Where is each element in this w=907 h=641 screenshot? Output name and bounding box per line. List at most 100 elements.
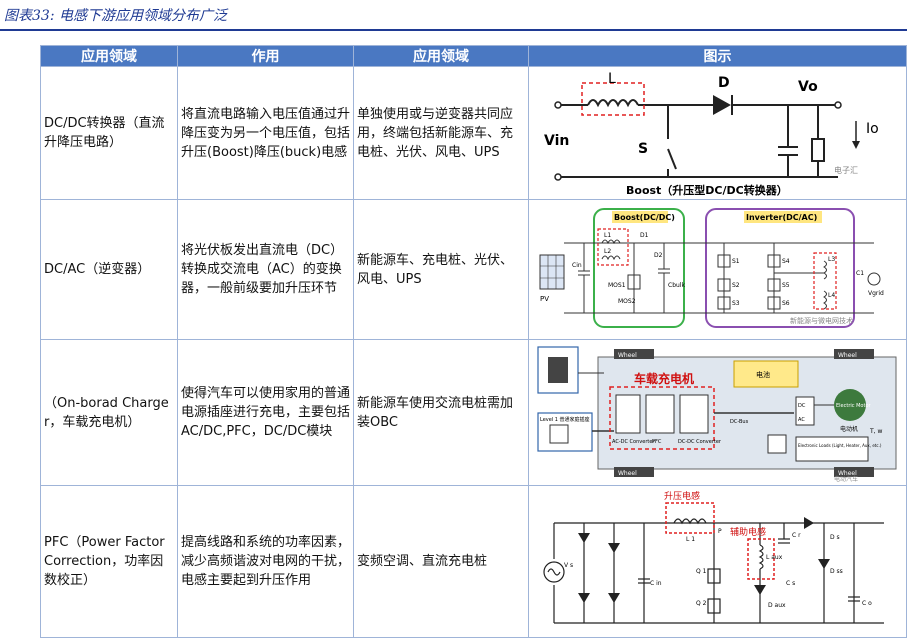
aux-inductor-label: 辅助电感 (730, 526, 766, 538)
table-header-row: 应用领域 作用 应用领域 图示 (40, 45, 907, 67)
label-PV: PV (540, 295, 549, 303)
table-row: （On-borad Charger，车载充电机） 使得汽车可以使用家用的普通电源… (40, 339, 907, 486)
wheel-label: Wheel (838, 470, 857, 477)
label-Q1: Q 1 (696, 568, 707, 575)
label-S3: S3 (732, 300, 740, 307)
tw-label: T, w (869, 428, 882, 435)
cell-figure: Wheel Wheel Wheel Wheel Level 1 普通家庭插座 车… (528, 339, 907, 486)
label-Laux: L aux (766, 554, 783, 561)
label-L1: L 1 (686, 536, 695, 543)
cell-domain: PFC（Power Factor Correction，功率因数校正） (40, 485, 178, 638)
motor-label: Electric Motor (836, 403, 872, 409)
battery-label: 电池 (756, 370, 770, 379)
cell-application: 新能源车、充电桩、光伏、风电、UPS (353, 199, 529, 340)
cell-application: 新能源车使用交流电桩需加装OBC (353, 339, 529, 486)
pfc-circuit-diagram: 升压电感 辅助电感 V s C in L 1 P Q 1 Q 2 L aux C… (542, 490, 884, 624)
cell-function: 提高线路和系统的功率因素，减少高频谐波对电网的干扰，电感主要起到升压作用 (177, 485, 354, 638)
boost-caption: Boost（升压型DC/DC转换器） (626, 183, 788, 197)
inverter-circuit-diagram: Boost(DC/DC) Inverter(DC/AC) (539, 207, 884, 328)
dcbus-label: DC-Bus (730, 419, 749, 425)
label-MOS2: MOS2 (618, 298, 636, 305)
watermark: 电子汇 (834, 165, 858, 175)
label-Vin: Vin (544, 133, 569, 149)
inductor-highlight (596, 227, 629, 266)
obc-diagram: Wheel Wheel Wheel Wheel Level 1 普通家庭插座 车… (536, 345, 896, 483)
label-S1: S1 (732, 258, 740, 265)
diode-symbol (712, 95, 731, 115)
label-MOS1: MOS1 (608, 282, 626, 289)
cell-application: 变频空调、直流充电桩 (353, 485, 529, 638)
label-S4: S4 (782, 258, 790, 265)
caption-underline (0, 29, 907, 31)
pv-panel (539, 254, 564, 289)
battery-pack (733, 360, 798, 387)
motor-cn-label: 电动机 (840, 425, 858, 433)
block-dcdc: DC-DC Converter (678, 439, 722, 445)
header-figure: 图示 (528, 45, 907, 67)
cell-figure: L D Vo Io Vin S 电子汇 Boost（升压型DC/DC转换器） (528, 66, 907, 200)
label-Vs: V s (564, 562, 573, 569)
label-Q2: Q 2 (696, 600, 707, 607)
electric-motor (833, 388, 866, 421)
wheel-label: Wheel (838, 352, 857, 359)
label-Daux: D aux (768, 602, 786, 609)
application-table: 应用领域 作用 应用领域 图示 DC/DC转换器（直流升降压电路） 将直流电路输… (40, 45, 907, 638)
cell-function: 将直流电路输入电压值通过升降压变为另一个电压值，包括升压(Boost)降压(bu… (177, 66, 354, 200)
dc-label: DC (798, 403, 806, 409)
obc-title: 车载充电机 (634, 371, 694, 386)
block-pfc: PFC (652, 439, 662, 445)
cell-domain: DC/AC（逆变器） (40, 199, 178, 340)
label-Io: Io (866, 121, 879, 137)
header-function: 作用 (177, 45, 354, 67)
label-Co: C o (862, 600, 872, 607)
label-Cin: Cin (572, 262, 582, 269)
boost-inductor-label: 升压电感 (664, 490, 700, 502)
cell-domain: DC/DC转换器（直流升降压电路） (40, 66, 178, 200)
level1-label: Level 1 普通家庭插座 (540, 416, 590, 423)
label-L: L (608, 71, 616, 87)
label-L4: L4 (828, 292, 835, 299)
label-S2: S2 (732, 282, 740, 289)
watermark: 电动汽车 (834, 475, 858, 483)
caption-bar: 图表33: 电感下游应用领域分布广泛 (0, 0, 907, 31)
label-L2: L2 (604, 248, 611, 255)
inverter-block-title: Inverter(DC/AC) (746, 213, 817, 222)
boost-inductor-highlight (664, 501, 715, 534)
label-Cs: C s (786, 580, 795, 587)
inverter-block-box (704, 207, 855, 328)
header-domain: 应用领域 (40, 45, 178, 67)
cell-figure: Boost(DC/DC) Inverter(DC/AC) (528, 199, 907, 340)
label-S5: S5 (782, 282, 790, 289)
wheel-label: Wheel (618, 470, 637, 477)
table-row: PFC（Power Factor Correction，功率因数校正） 提高线路… (40, 485, 907, 638)
label-D2: D2 (654, 252, 663, 259)
label-P: P (718, 528, 722, 535)
inductor-highlight (580, 82, 645, 116)
label-C1: C1 (856, 270, 864, 277)
label-D: D (718, 75, 730, 91)
obc-highlight (608, 385, 715, 450)
wheel-label: Wheel (618, 352, 637, 359)
label-L3: L3 (828, 256, 835, 263)
cell-domain: （On-borad Charger，车载充电机） (40, 339, 178, 486)
figure-caption: 图表33: 电感下游应用领域分布广泛 (4, 8, 227, 24)
label-Vo: Vo (798, 79, 818, 95)
label-Cbulk: Cbulk (668, 282, 685, 289)
label-Vgrid: Vgrid (868, 290, 884, 297)
cell-application: 单独使用或与逆变器共同应用，终端包括新能源车、充电桩、光伏、风电、UPS (353, 66, 529, 200)
inductor-highlight (812, 251, 837, 310)
boost-block-title: Boost(DC/DC) (614, 213, 675, 222)
cell-function: 使得汽车可以使用家用的普通电源插座进行充电，主要包括AC/DC,PFC，DC/D… (177, 339, 354, 486)
loads-label: Electronic Loads (Light, Heater, Aux, et… (798, 443, 882, 448)
table-row: DC/DC转换器（直流升降压电路） 将直流电路输入电压值通过升降压变为另一个电压… (40, 66, 907, 200)
boost-block-box (592, 207, 685, 328)
label-S6: S6 (782, 300, 790, 307)
label-Cin: C in (650, 580, 662, 587)
label-Cr: C r (792, 532, 801, 539)
header-application: 应用领域 (353, 45, 529, 67)
cell-function: 将光伏板发出直流电（DC）转换成交流电（AC）的变换器，一般前级要加升压环节 (177, 199, 354, 340)
label-D1: D1 (640, 232, 649, 239)
label-S: S (638, 141, 648, 157)
label-Ds: D s (830, 534, 840, 541)
ac-label: AC (798, 417, 805, 423)
